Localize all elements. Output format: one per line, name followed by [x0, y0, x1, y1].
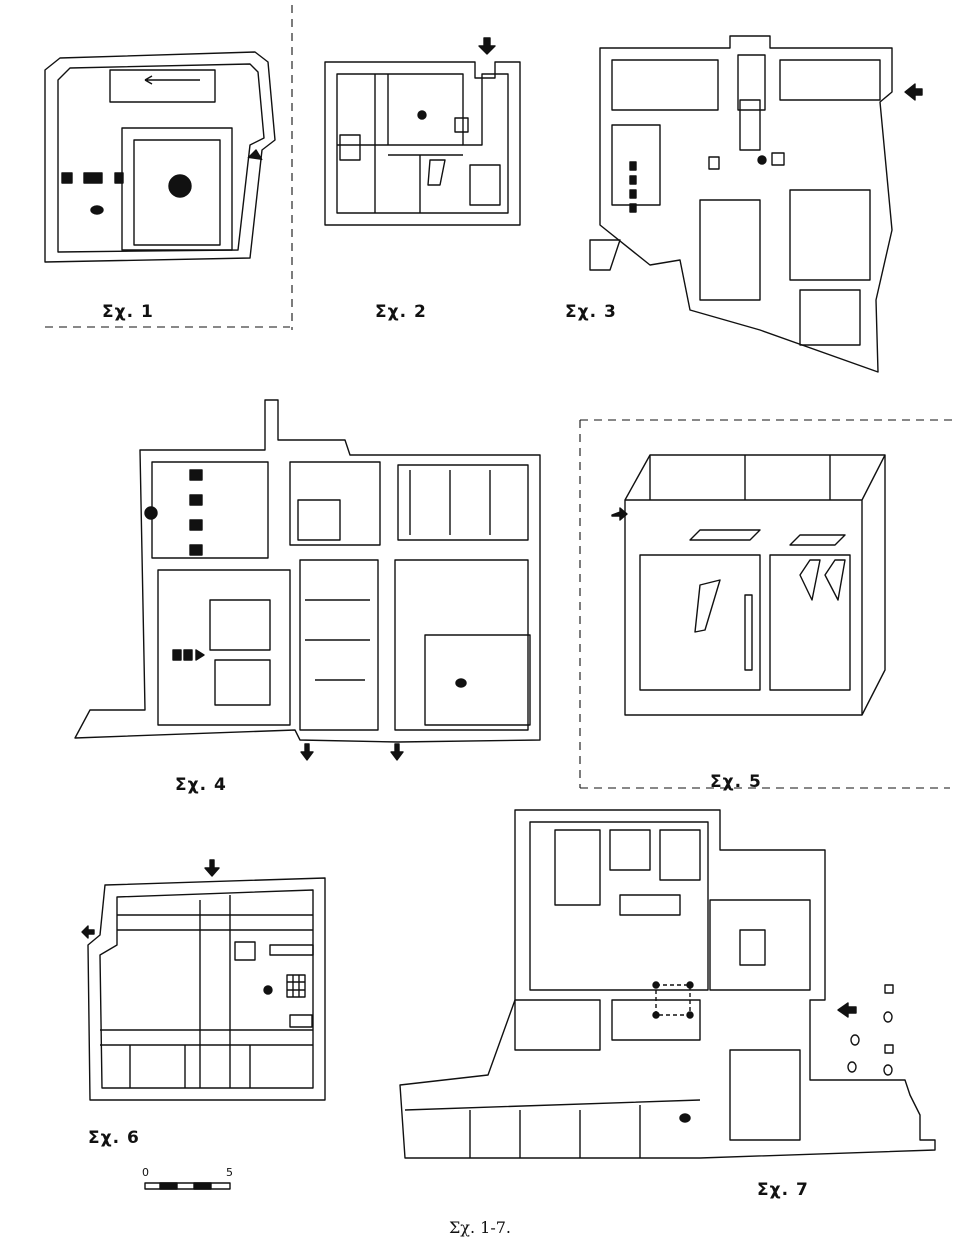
plan-5 [611, 454, 886, 716]
plan-1 [44, 51, 276, 263]
figure-label-3: Σχ. 3 [565, 302, 617, 322]
dashed-separators [45, 5, 955, 789]
figure-label-6: Σχ. 6 [88, 1128, 140, 1148]
figure-label-4: Σχ. 4 [175, 775, 227, 795]
plan-6 [81, 859, 326, 1101]
figure-caption: Σχ. 1-7. [448, 1218, 512, 1237]
plan-4 [74, 399, 541, 761]
scale-bar [144, 1182, 231, 1190]
plan-7 [399, 809, 936, 1159]
plan-3 [589, 35, 923, 373]
figure-label-2: Σχ. 2 [375, 302, 427, 322]
figure-label-1: Σχ. 1 [102, 302, 154, 322]
figure-label-7: Σχ. 7 [757, 1180, 809, 1200]
plan-2 [324, 37, 521, 226]
scale-start-label: 0 [142, 1166, 149, 1179]
scale-end-label: 5 [226, 1166, 233, 1179]
figure-label-5: Σχ. 5 [710, 772, 762, 792]
